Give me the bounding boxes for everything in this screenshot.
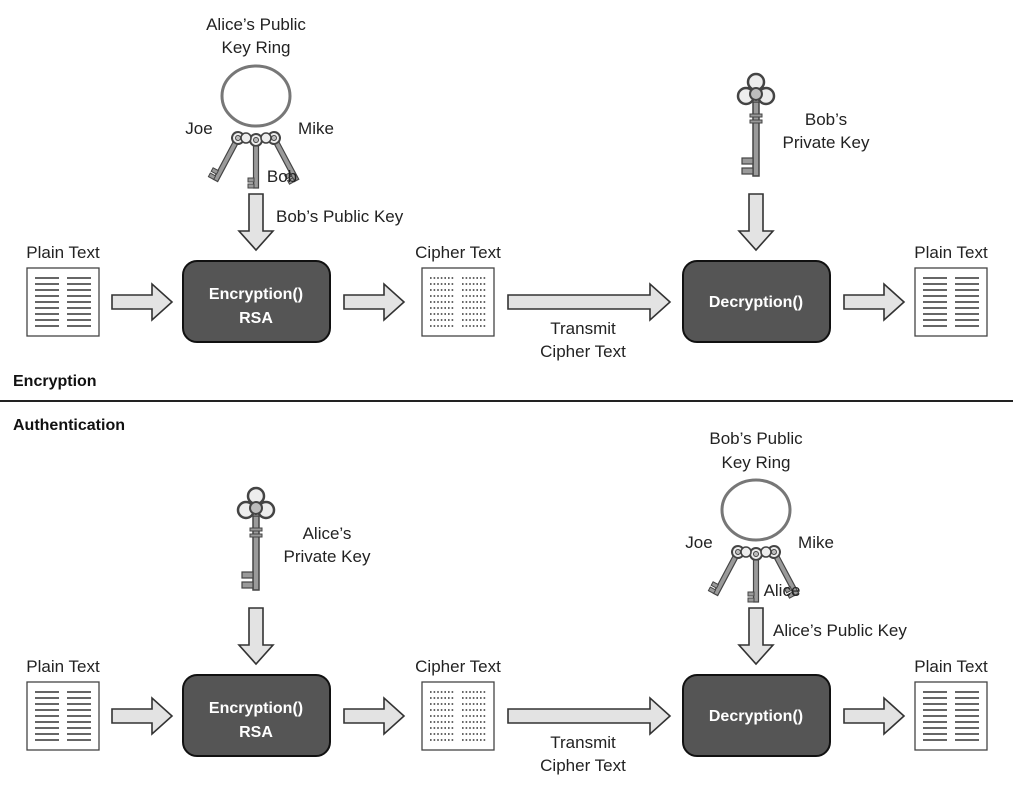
transmit-label-2: Cipher Text — [540, 756, 626, 775]
transmit-arrow — [507, 696, 672, 736]
transmit-label: Transmit — [550, 319, 616, 338]
key-ring-title-2: Key Ring — [722, 453, 791, 472]
cipher-text-label: Cipher Text — [415, 657, 501, 676]
encryption-box-label: Encryption() — [209, 700, 303, 717]
arrow-right-icon — [843, 696, 906, 736]
arrow-down-icon — [237, 607, 275, 666]
decryption-box-label: Decryption() — [709, 708, 803, 725]
arrow-right-icon — [111, 696, 174, 736]
plain-text-out-label: Plain Text — [914, 657, 988, 676]
arrow-down-icon — [737, 193, 775, 252]
input-key-label: Alice’s Public Key — [773, 621, 907, 640]
private-key-label-2: Private Key — [783, 133, 870, 152]
ring-key-right-label: Mike — [298, 119, 334, 138]
encryption-box-algo: RSA — [239, 310, 273, 327]
encryption-box — [182, 260, 331, 343]
key-ring-title: Bob’s Public — [709, 429, 803, 448]
encryption-box — [182, 674, 331, 757]
cipher-text-document-icon — [421, 267, 495, 337]
arrow-right-icon — [343, 282, 406, 322]
cipher-text-document-icon — [421, 681, 495, 751]
key-ring-title: Alice’s Public — [206, 15, 306, 34]
decryption-box — [682, 674, 831, 757]
plain-text-in-label: Plain Text — [26, 243, 100, 262]
encryption-section: Alice’s Public Key Ring Joe Mike Bob Bob… — [13, 15, 988, 390]
input-key-label: Bob’s Public Key — [276, 207, 404, 226]
arrow-right-icon — [343, 696, 406, 736]
section-title-authentication: Authentication — [13, 417, 125, 434]
plain-text-document-icon — [914, 681, 988, 751]
ring-key-bottom-label: Alice — [764, 581, 801, 600]
plain-text-document-icon — [26, 267, 100, 337]
section-title-encryption: Encryption — [13, 373, 97, 390]
key-icon — [736, 72, 776, 178]
plain-text-out-label: Plain Text — [914, 243, 988, 262]
arrow-right-icon — [843, 282, 906, 322]
arrow-down-icon — [737, 607, 775, 666]
ring-key-left-label: Joe — [685, 533, 712, 552]
ring-key-bottom-label: Bob — [267, 167, 297, 186]
private-key-label: Bob’s — [805, 110, 847, 129]
decryption-box-label: Decryption() — [709, 294, 803, 311]
private-key-label: Alice’s — [303, 524, 352, 543]
authentication-section: Authentication Alice’s Private Key Bob’s… — [13, 417, 988, 775]
key-ring-title-2: Key Ring — [222, 38, 291, 57]
private-key-label-2: Private Key — [284, 547, 371, 566]
key-icon — [236, 486, 276, 592]
arrow-right-icon — [111, 282, 174, 322]
plain-text-in-label: Plain Text — [26, 657, 100, 676]
ring-key-right-label: Mike — [798, 533, 834, 552]
transmit-label-2: Cipher Text — [540, 342, 626, 361]
arrow-down-icon — [237, 193, 275, 252]
decryption-box — [682, 260, 831, 343]
cipher-text-label: Cipher Text — [415, 243, 501, 262]
plain-text-document-icon — [914, 267, 988, 337]
encryption-box-algo: RSA — [239, 724, 273, 741]
transmit-arrow — [507, 282, 672, 322]
encryption-box-label: Encryption() — [209, 286, 303, 303]
plain-text-document-icon — [26, 681, 100, 751]
ring-key-left-label: Joe — [185, 119, 212, 138]
transmit-label: Transmit — [550, 733, 616, 752]
